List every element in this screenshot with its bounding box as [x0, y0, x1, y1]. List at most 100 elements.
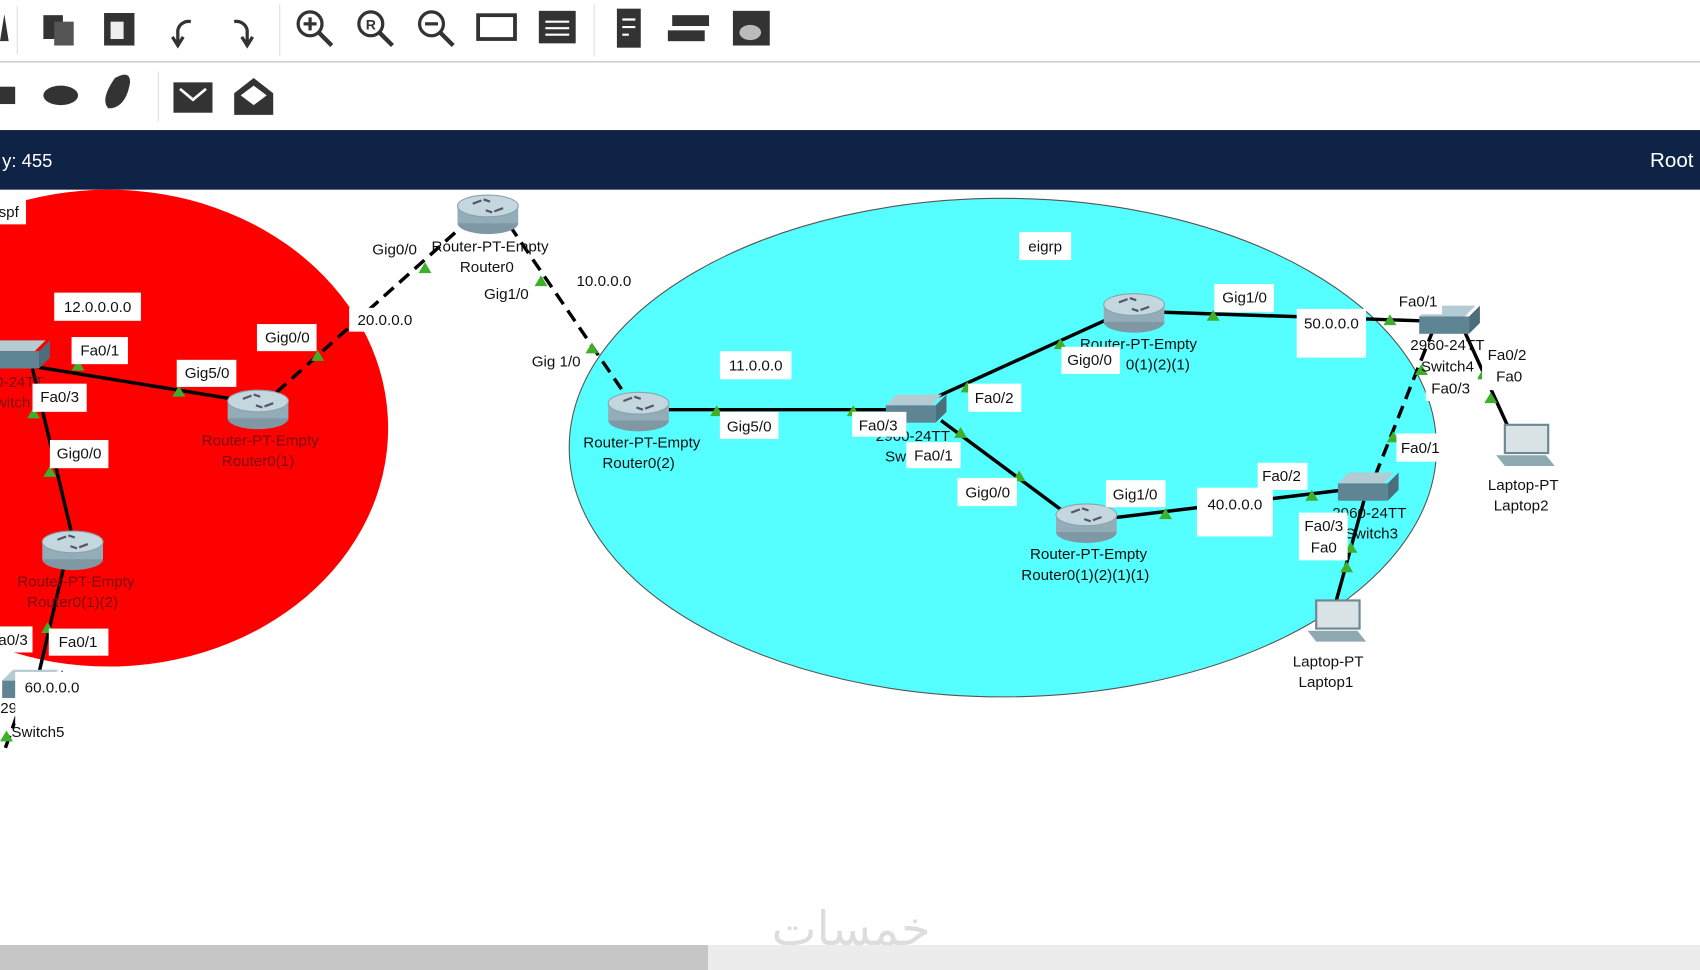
port-label: Fa0/3	[859, 417, 898, 434]
device-model: Router-PT-Empty	[432, 238, 550, 255]
device-name: Laptop2	[1494, 497, 1549, 514]
port-label: Fa0/1	[1401, 440, 1440, 457]
router-icon[interactable]	[456, 193, 520, 236]
device-name: 0(1)(2)(1)	[1126, 357, 1190, 374]
port-label: Fa0/2	[975, 390, 1014, 407]
zoom-in-icon[interactable]	[296, 10, 334, 48]
redo-icon[interactable]	[233, 19, 254, 49]
zoom-reset-icon[interactable]: R	[357, 10, 395, 48]
port-label: Fa0/1	[914, 448, 953, 465]
device-model: Router-PT-Empty	[583, 435, 701, 452]
port-label: Gig0/0	[372, 242, 417, 259]
port-label: Gig1/0	[484, 286, 529, 303]
port-label: Fa0/1	[1399, 294, 1438, 311]
router-icon[interactable]	[226, 389, 290, 431]
network-label[interactable]: 50.0.0.0	[1304, 315, 1359, 332]
device-name: Laptop1	[1299, 674, 1354, 691]
router-icon[interactable]	[41, 529, 105, 572]
port-label: Fa0/2	[1262, 468, 1301, 485]
main-toolbar: R	[0, 0, 1700, 63]
laptop-icon[interactable]	[1495, 423, 1556, 468]
text-tool-icon[interactable]	[0, 14, 9, 42]
zoom-out-icon[interactable]	[417, 10, 455, 48]
device-name: Router0	[460, 259, 514, 276]
device-model: Router-PT-Empty	[17, 573, 135, 590]
link	[19, 362, 259, 405]
server-icon[interactable]	[616, 8, 641, 48]
network-label[interactable]: 11.0.0.0	[729, 358, 783, 375]
port-label: Fa0/3	[1304, 518, 1343, 535]
rectangle-icon[interactable]	[0, 86, 16, 105]
network-label[interactable]: 60.0.0.0	[25, 680, 80, 697]
port-label: Fa0	[1496, 368, 1522, 385]
device-name: Sw	[885, 449, 906, 466]
root-button[interactable]: Root	[1650, 149, 1694, 172]
area-label-ospf[interactable]: spf	[0, 204, 20, 221]
port-label: Gig0/0	[1067, 352, 1112, 369]
port-label: Fa0	[1311, 540, 1337, 557]
port-label: a0/3	[0, 632, 28, 649]
network-label[interactable]: 20.0.0.0	[357, 312, 412, 329]
device-name: Switch4	[1421, 359, 1474, 376]
device-model: Router-PT-Empty	[1030, 546, 1148, 563]
port-label: Fa0/1	[80, 342, 119, 359]
area-label-eigrp[interactable]: eigrp	[1028, 238, 1062, 255]
window-icon[interactable]	[476, 13, 517, 41]
workspace-header	[0, 130, 1700, 190]
switch-icon[interactable]	[1337, 472, 1399, 501]
port-label: Gig5/0	[185, 365, 230, 382]
link	[931, 315, 1113, 401]
drawing-toolbar	[0, 62, 1700, 131]
link	[36, 561, 67, 678]
undo-icon[interactable]	[171, 19, 192, 49]
device-model: Router-PT-Empty	[202, 432, 320, 449]
svg-text:R: R	[366, 16, 376, 32]
device-model: 2960-24TT	[1410, 337, 1484, 354]
router-icon[interactable]	[1054, 502, 1118, 545]
device-name: Switch3	[1345, 526, 1398, 543]
link	[1160, 310, 1421, 323]
port-label: Fa0/3	[1431, 380, 1470, 397]
ellipse-icon[interactable]	[43, 85, 79, 106]
network-label[interactable]: 12.0.0.0.0	[64, 299, 131, 316]
port-label: Gig 1/0	[532, 353, 581, 370]
port-label: Fa0/3	[40, 389, 79, 406]
port-label: Gig1/0	[1222, 289, 1267, 306]
port-label: Fa0/1	[59, 634, 98, 651]
port-label: Gig0/0	[57, 445, 102, 462]
port-label: Gig0/0	[265, 329, 310, 346]
link	[1373, 328, 1435, 478]
device-model: 2960-24TT	[1332, 505, 1406, 522]
device-name: Router0(2)	[602, 455, 674, 472]
network-label[interactable]: 40.0.0.0	[1207, 496, 1262, 513]
device-name: Switch5	[11, 724, 64, 741]
router-icon[interactable]	[1102, 292, 1166, 334]
freeform-icon[interactable]	[105, 74, 131, 109]
coordinate-readout: y: 455	[2, 150, 52, 171]
port-label: Gig1/0	[1113, 487, 1158, 504]
port-label: Gig0/0	[965, 484, 1010, 501]
laptop-icon[interactable]	[1306, 599, 1368, 643]
simple-pdu-icon[interactable]	[173, 82, 213, 113]
device-icon[interactable]	[667, 15, 710, 42]
list-icon[interactable]	[538, 10, 576, 44]
device-model: 29	[0, 700, 17, 717]
port-labels: Fa0/1 Fa0/3 Gig5/0 Gig0/0 Gig0/0 a0/3 Fa…	[0, 242, 1535, 656]
device-name: witch	[0, 395, 30, 412]
complex-pdu-icon[interactable]	[234, 78, 274, 115]
scrollbar-thumb[interactable]	[0, 945, 708, 970]
network-label[interactable]: 10.0.0.0	[576, 273, 631, 290]
device-name: Router0(1)	[222, 453, 294, 470]
link	[508, 224, 629, 398]
copy-icon[interactable]	[43, 15, 74, 46]
paste-icon[interactable]	[104, 13, 135, 46]
logical-workspace[interactable]: Router-PT-Empty Router0 Router-PT-Empty …	[0, 189, 1559, 749]
device-model: Laptop-PT	[1293, 654, 1364, 671]
router-icon[interactable]	[607, 391, 671, 433]
port-label: Fa0/2	[1488, 347, 1527, 364]
cloud-icon[interactable]	[732, 10, 770, 46]
device-name: Router0(1)(2)(1)(1)	[1021, 567, 1149, 584]
device-name: Router0(1)(2)	[27, 594, 118, 611]
port-label: Gig5/0	[727, 418, 772, 435]
